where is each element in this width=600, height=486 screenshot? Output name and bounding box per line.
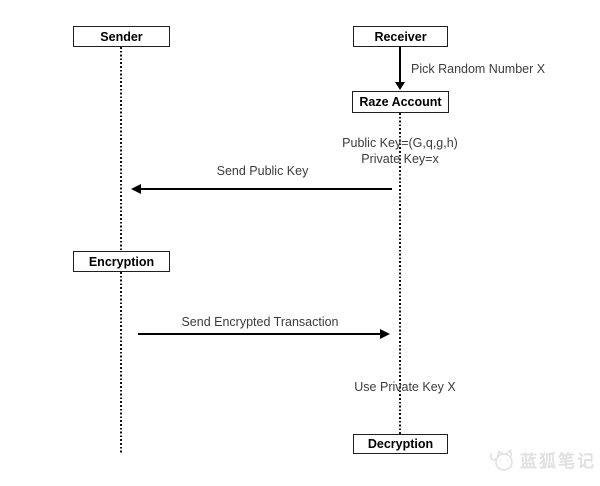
watermark: 蓝狐笔记 — [488, 446, 596, 472]
node-box-decryption: Decryption — [353, 434, 448, 454]
arrow-send-encrypted-line — [138, 333, 381, 335]
message-label-pick-random-number: Pick Random Number X — [411, 62, 546, 76]
node-box-encryption: Encryption — [73, 251, 170, 272]
node-box-raze-account: Raze Account — [352, 91, 449, 113]
message-label-public-key: Public Key=(G,q,g,h) — [342, 136, 458, 150]
arrow-send-public-key-head — [131, 184, 141, 194]
lifeline-sender-upper — [120, 47, 122, 251]
key-note: Public Key=(G,q,g,h) Private Key=x — [300, 136, 500, 167]
fox-icon — [489, 449, 513, 471]
message-label-send-public-key: Send Public Key — [216, 164, 309, 178]
lifeline-receiver — [399, 113, 401, 434]
arrow-send-encrypted-head — [380, 329, 390, 339]
message-label-send-encrypted-transaction: Send Encrypted Transaction — [181, 315, 339, 329]
arrow-send-public-key-line — [140, 188, 392, 190]
message-label-use-private-key: Use Private Key X — [354, 380, 456, 394]
actor-box-receiver: Receiver — [353, 26, 448, 47]
arrow-pick-random-head — [395, 82, 405, 90]
message-label-private-key: Private Key=x — [361, 151, 439, 166]
actor-box-sender: Sender — [73, 26, 170, 47]
arrow-pick-random-line — [399, 47, 401, 83]
watermark-text: 蓝狐笔记 — [520, 451, 596, 471]
lifeline-sender-lower — [120, 272, 122, 453]
